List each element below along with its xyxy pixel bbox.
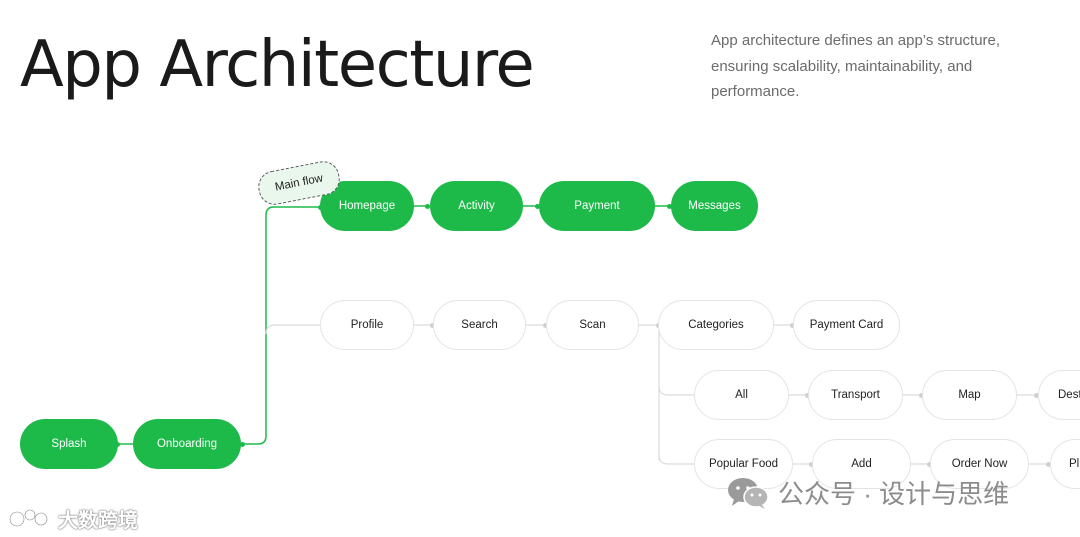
node-profile[interactable]: Profile (320, 300, 414, 350)
connector-dot (809, 461, 814, 467)
connector-dot (919, 392, 924, 398)
connector-dot (543, 322, 548, 328)
connector-dot (240, 441, 245, 447)
connector-dot (425, 203, 430, 209)
node-scan[interactable]: Scan (546, 300, 639, 350)
node-payment-card[interactable]: Payment Card (793, 300, 900, 350)
connector-dot (805, 392, 810, 398)
node-splash[interactable]: Splash (20, 419, 118, 469)
wechat-icon (728, 477, 769, 509)
node-order-now[interactable]: Order Now (930, 439, 1029, 489)
watermark-left: 大数跨境 (8, 504, 138, 533)
connector-dot (1034, 392, 1039, 398)
node-onboarding[interactable]: Onboarding (133, 419, 241, 469)
node-search[interactable]: Search (433, 300, 526, 350)
connector-branch-popularfood (658, 454, 694, 465)
connector-dot (927, 461, 932, 467)
node-activity[interactable]: Activity (430, 181, 523, 231)
connector-onboarding-homepage (242, 206, 320, 445)
watermark-logo-icon (8, 508, 49, 527)
connector-onboarding-profile (265, 324, 320, 335)
connector-dot (535, 203, 540, 209)
node-payment[interactable]: Payment (539, 181, 655, 231)
node-all[interactable]: All (694, 370, 789, 420)
node-categories[interactable]: Categories (658, 300, 774, 350)
page-title: App Architecture (20, 28, 535, 102)
node-map[interactable]: Map (922, 370, 1017, 420)
watermark-right: 公众号 · 设计与思维 (726, 474, 1009, 511)
watermark-right-text: 公众号 · 设计与思维 (778, 479, 1010, 509)
node-dest[interactable]: Dest (1038, 370, 1080, 420)
connector-dot (667, 203, 672, 209)
node-add[interactable]: Add (812, 439, 911, 489)
connector-dot (790, 322, 795, 328)
watermark-left-text: 大数跨境 (58, 510, 138, 532)
node-transport[interactable]: Transport (808, 370, 903, 420)
node-messages[interactable]: Messages (671, 181, 758, 231)
page-description: App architecture defines an app’s struct… (711, 32, 1001, 100)
connector-branch-all (658, 385, 694, 396)
connector-dot (430, 322, 435, 328)
connector-dot (1046, 461, 1051, 467)
